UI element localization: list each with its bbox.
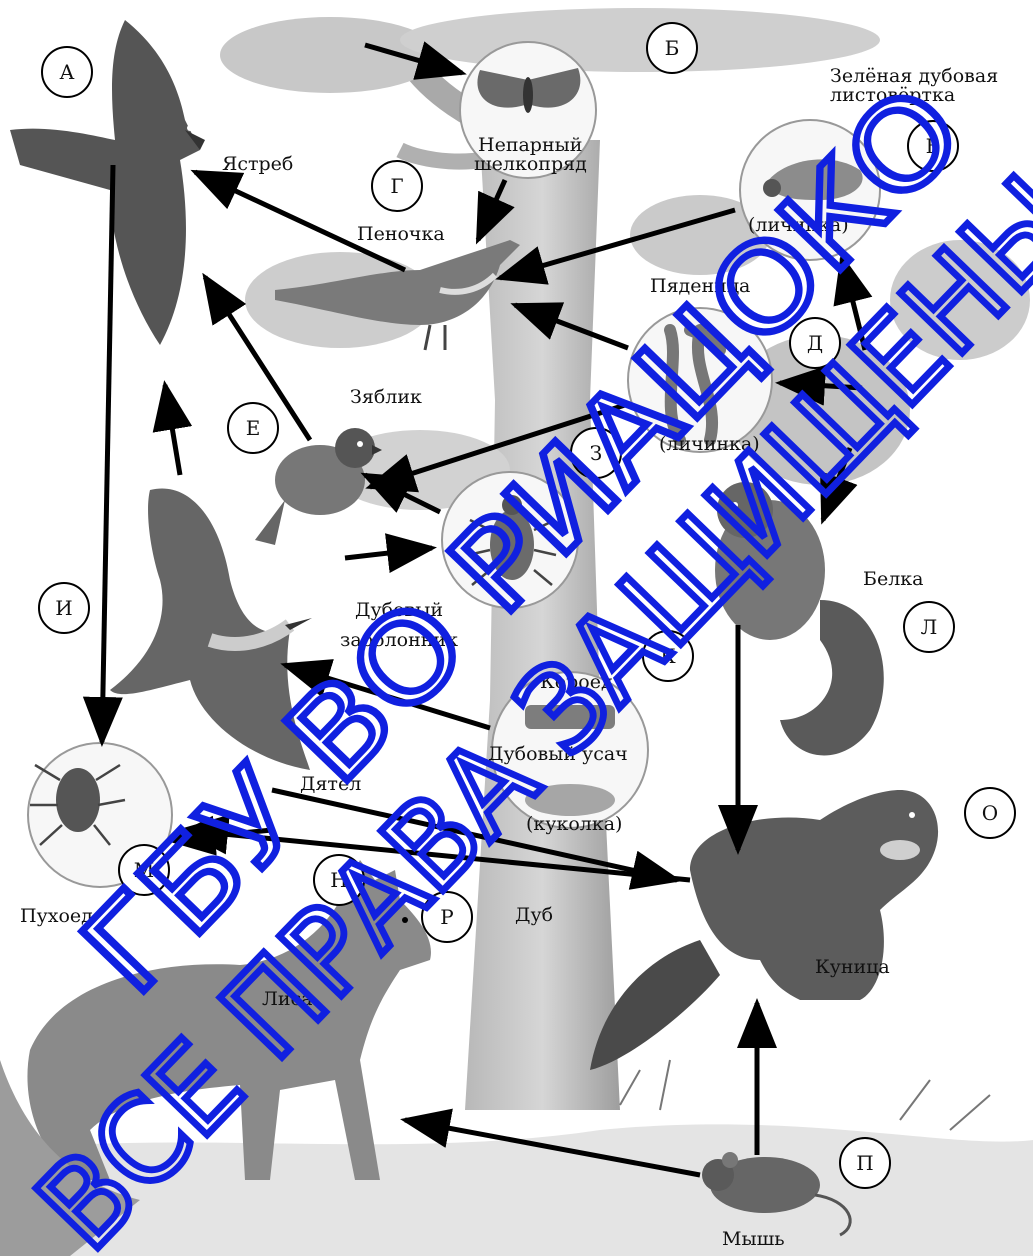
- svg-text:Б: Б: [665, 36, 680, 60]
- label-squirrel: Белка: [863, 568, 923, 590]
- label-hawk: Ястреб: [222, 153, 293, 175]
- label-warbler: Пеночка: [357, 223, 445, 245]
- marten-illustration: [590, 790, 938, 1070]
- label-finch: Зяблик: [350, 386, 422, 408]
- label-moth-line2: шелкопряд: [474, 153, 587, 175]
- marker-b: Б: [647, 23, 697, 73]
- svg-text:Е: Е: [246, 416, 261, 440]
- label-marten: Куница: [815, 956, 890, 978]
- arrow-hawk-to-mite: [102, 165, 113, 742]
- svg-text:И: И: [55, 596, 72, 620]
- marker-l: Л: [904, 602, 954, 652]
- label-mouse: Мышь: [722, 1228, 785, 1250]
- marker-p: П: [840, 1138, 890, 1188]
- marker-g: Г: [372, 161, 422, 211]
- svg-text:О: О: [982, 801, 998, 825]
- label-oak: Дуб: [515, 904, 553, 926]
- marker-o: О: [965, 788, 1015, 838]
- arrow-woodpecker-to-hawk: [165, 385, 180, 475]
- finch-illustration: [255, 428, 382, 545]
- marker-e: Е: [228, 403, 278, 453]
- hawk-illustration: [10, 20, 205, 345]
- svg-text:П: П: [856, 1151, 873, 1175]
- marker-i: И: [39, 583, 89, 633]
- svg-text:Л: Л: [921, 615, 938, 639]
- svg-text:Г: Г: [390, 174, 403, 198]
- svg-text:А: А: [59, 60, 74, 84]
- marker-a: А: [42, 47, 92, 97]
